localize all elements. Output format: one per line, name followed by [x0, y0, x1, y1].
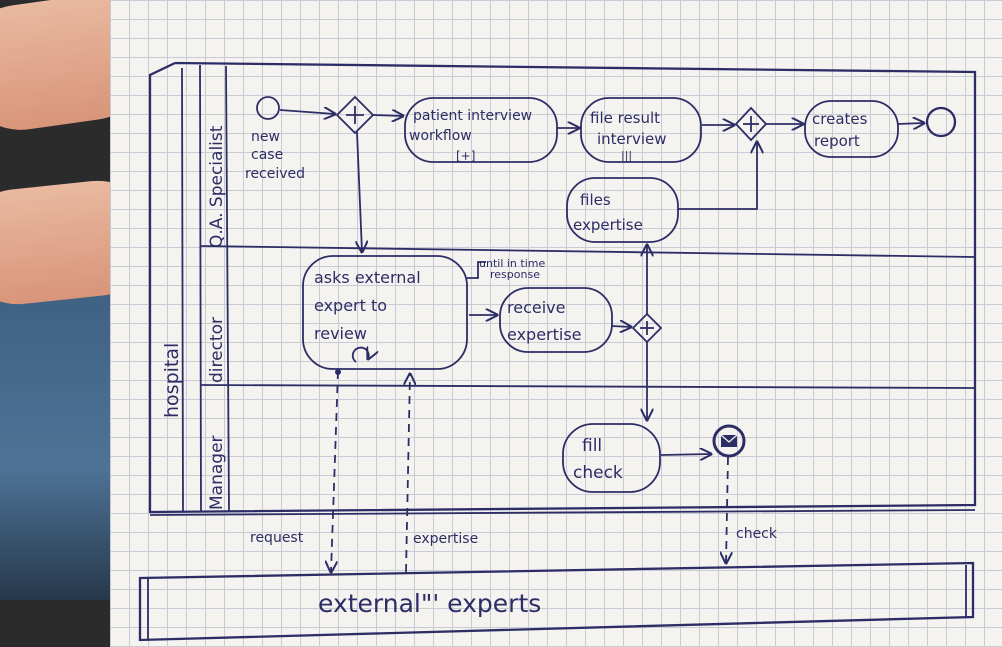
- parallel-split-gateway-icon[interactable]: [631, 312, 663, 344]
- svg-text:expertise: expertise: [573, 216, 643, 234]
- loop-marker-icon: [351, 348, 369, 363]
- external-experts-label: external"' experts: [318, 589, 541, 618]
- lane-label-manager: Manager: [207, 435, 227, 510]
- parallel-join-gateway-icon[interactable]: [734, 106, 768, 142]
- svg-text:patient interview: patient interview: [413, 108, 532, 124]
- svg-text:report: report: [814, 132, 860, 150]
- svg-text:expertise: expertise: [507, 325, 582, 344]
- svg-text:expert to: expert to: [314, 296, 387, 315]
- multi-instance-marker-icon: |||: [621, 149, 632, 162]
- task-files-expertise[interactable]: files expertise: [566, 177, 679, 243]
- svg-text:new: new: [251, 129, 280, 145]
- svg-text:interview: interview: [597, 130, 667, 148]
- message-end-event-icon[interactable]: [712, 424, 746, 458]
- start-event-label: new case received: [245, 129, 305, 182]
- svg-text:check: check: [573, 463, 623, 483]
- sequence-flows: [279, 110, 924, 455]
- message-label-request: request: [250, 530, 304, 546]
- hospital-pool: [148, 61, 977, 516]
- svg-text:file result: file result: [590, 109, 660, 127]
- message-label-check: check: [736, 526, 778, 542]
- svg-text:creates: creates: [812, 110, 868, 128]
- lane-divider: [199, 384, 976, 389]
- task-creates-report[interactable]: creates report: [804, 100, 899, 158]
- task-file-result-interview[interactable]: file result interview |||: [580, 97, 702, 163]
- lane-label-director: director: [207, 317, 227, 383]
- task-fill-check[interactable]: fill check: [562, 423, 661, 493]
- svg-text:fill: fill: [582, 436, 602, 456]
- svg-text:asks external: asks external: [314, 268, 421, 287]
- lane-label-qa-specialist: Q.A. Specialist: [207, 125, 227, 248]
- timer-annotation: until in time response: [467, 257, 545, 281]
- svg-text:receive: receive: [507, 298, 565, 317]
- svg-text:workflow: workflow: [409, 128, 472, 144]
- task-patient-interview-workflow[interactable]: patient interview workflow [+]: [404, 97, 558, 163]
- external-experts-pool: [138, 561, 975, 642]
- svg-text:review: review: [314, 324, 367, 343]
- svg-text:case: case: [251, 147, 283, 163]
- background-laptop-screen: [0, 270, 130, 600]
- svg-text:response: response: [490, 268, 540, 281]
- svg-text:until in time: until in time: [479, 257, 545, 270]
- task-receive-expertise[interactable]: receive expertise: [499, 287, 613, 353]
- message-flows: [331, 369, 728, 572]
- task-ask-external-expert[interactable]: asks external expert to review: [302, 255, 468, 370]
- lane-divider: [199, 245, 976, 258]
- pool-label-hospital: hospital: [161, 343, 183, 418]
- grid-paper: [110, 0, 1002, 647]
- subprocess-marker-icon: [+]: [456, 149, 475, 163]
- start-event-icon[interactable]: [256, 96, 280, 120]
- parallel-gateway-icon[interactable]: [335, 95, 375, 135]
- svg-text:files: files: [580, 191, 611, 209]
- message-label-expertise: expertise: [413, 531, 478, 547]
- svg-text:received: received: [245, 166, 305, 182]
- end-event-icon[interactable]: [925, 106, 957, 138]
